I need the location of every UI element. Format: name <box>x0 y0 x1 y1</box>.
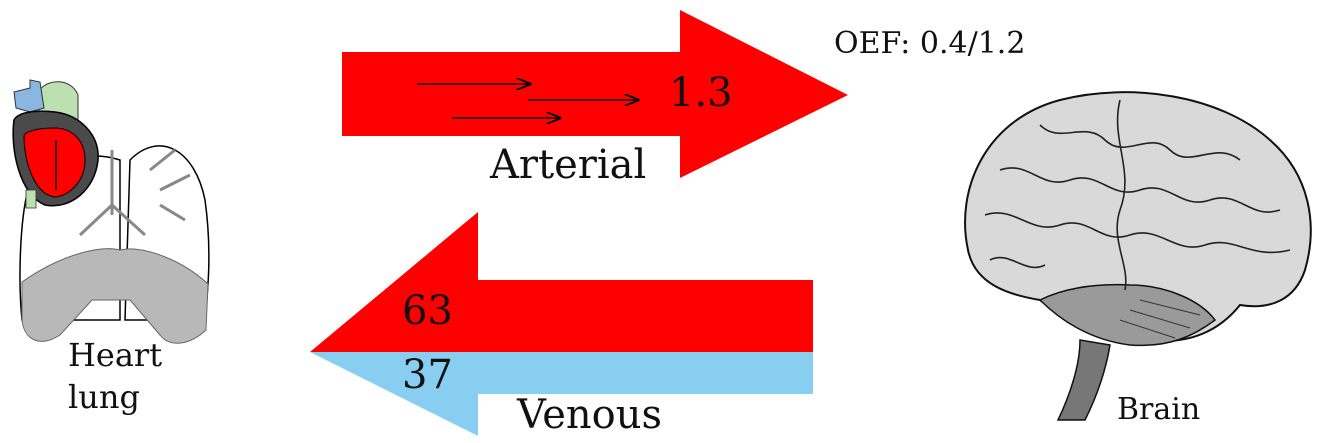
venous-label: Venous <box>517 392 663 438</box>
brain-icon <box>964 91 1312 421</box>
heart-lung-icon <box>12 79 210 344</box>
heart-lung-label-line2: lung <box>68 378 140 416</box>
oef-label: OEF: 0.4/1.2 <box>834 26 1026 61</box>
venous-arrow-red <box>310 212 813 352</box>
venous-red-value: 63 <box>402 288 453 334</box>
arterial-label: Arterial <box>490 142 647 188</box>
venous-arrow-blue <box>310 352 813 436</box>
brain-label: Brain <box>1117 392 1201 427</box>
arterial-arrow <box>342 10 848 178</box>
venous-blue-value: 37 <box>402 352 453 398</box>
heart-lung-label-line1: Heart <box>68 336 163 374</box>
arterial-value: 1.3 <box>669 70 733 116</box>
